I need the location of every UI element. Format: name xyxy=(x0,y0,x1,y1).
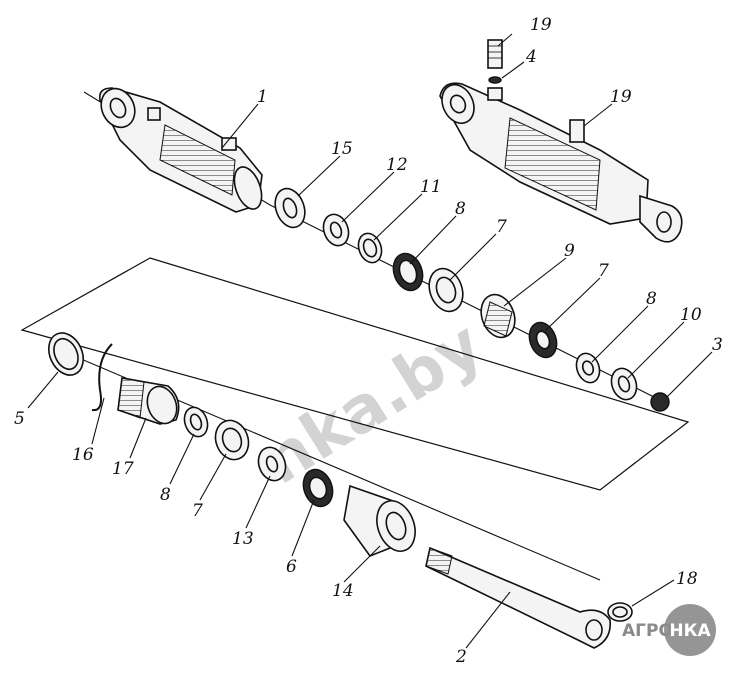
assembly-frame xyxy=(20,257,690,491)
seal-7-top xyxy=(428,267,464,313)
ring-11 xyxy=(357,232,383,264)
label-19-top: 19 xyxy=(530,15,552,35)
label-4: 4 xyxy=(525,47,537,67)
logo-circle xyxy=(664,604,716,656)
ring-5 xyxy=(47,332,85,376)
seal-6 xyxy=(302,468,334,508)
head-17 xyxy=(117,377,180,425)
piston-9 xyxy=(480,293,516,339)
washer-13 xyxy=(257,446,287,482)
ball-3 xyxy=(650,392,670,412)
seal-7-bottom xyxy=(214,419,250,461)
label-7-mid: 7 xyxy=(598,261,609,281)
label-6: 6 xyxy=(286,557,297,577)
label-13: 13 xyxy=(232,529,254,549)
label-19-right: 19 xyxy=(610,87,632,107)
label-9: 9 xyxy=(564,241,575,261)
label-16: 16 xyxy=(72,445,94,465)
callout-labels: 1 15 12 11 8 7 9 7 8 10 3 19 4 19 5 16 1… xyxy=(14,15,723,667)
label-18: 18 xyxy=(676,569,698,589)
label-2: 2 xyxy=(455,647,467,667)
cylinder-assembled-right xyxy=(439,39,683,243)
label-1: 1 xyxy=(257,87,268,107)
ring-18 xyxy=(607,602,633,622)
logo-text-left: АГРО xyxy=(622,621,673,641)
label-7-top: 7 xyxy=(496,217,507,237)
sleeve-14 xyxy=(343,484,416,557)
label-3: 3 xyxy=(712,335,723,355)
brand-logo: АГРО НКА xyxy=(622,604,716,656)
label-15: 15 xyxy=(331,139,353,159)
retaining-ring-16 xyxy=(91,343,113,412)
label-8-mid: 8 xyxy=(646,289,657,309)
label-12: 12 xyxy=(386,155,408,175)
label-11: 11 xyxy=(420,177,442,197)
nut-15 xyxy=(274,187,306,229)
logo-text-right: НКА xyxy=(669,621,711,641)
label-7-bottom: 7 xyxy=(192,501,203,521)
label-8-bottom: 8 xyxy=(160,485,171,505)
label-8-top: 8 xyxy=(455,199,466,219)
rod-2 xyxy=(425,546,611,649)
label-10: 10 xyxy=(680,305,702,325)
label-17: 17 xyxy=(112,459,134,479)
callout-leaders xyxy=(27,33,713,649)
ring-8-top xyxy=(392,252,424,292)
cylinder-body-assembled xyxy=(83,87,271,213)
label-5: 5 xyxy=(14,409,25,429)
seal-7-mid xyxy=(528,321,558,359)
label-14: 14 xyxy=(332,581,354,601)
ring-8-bottom xyxy=(183,406,209,438)
